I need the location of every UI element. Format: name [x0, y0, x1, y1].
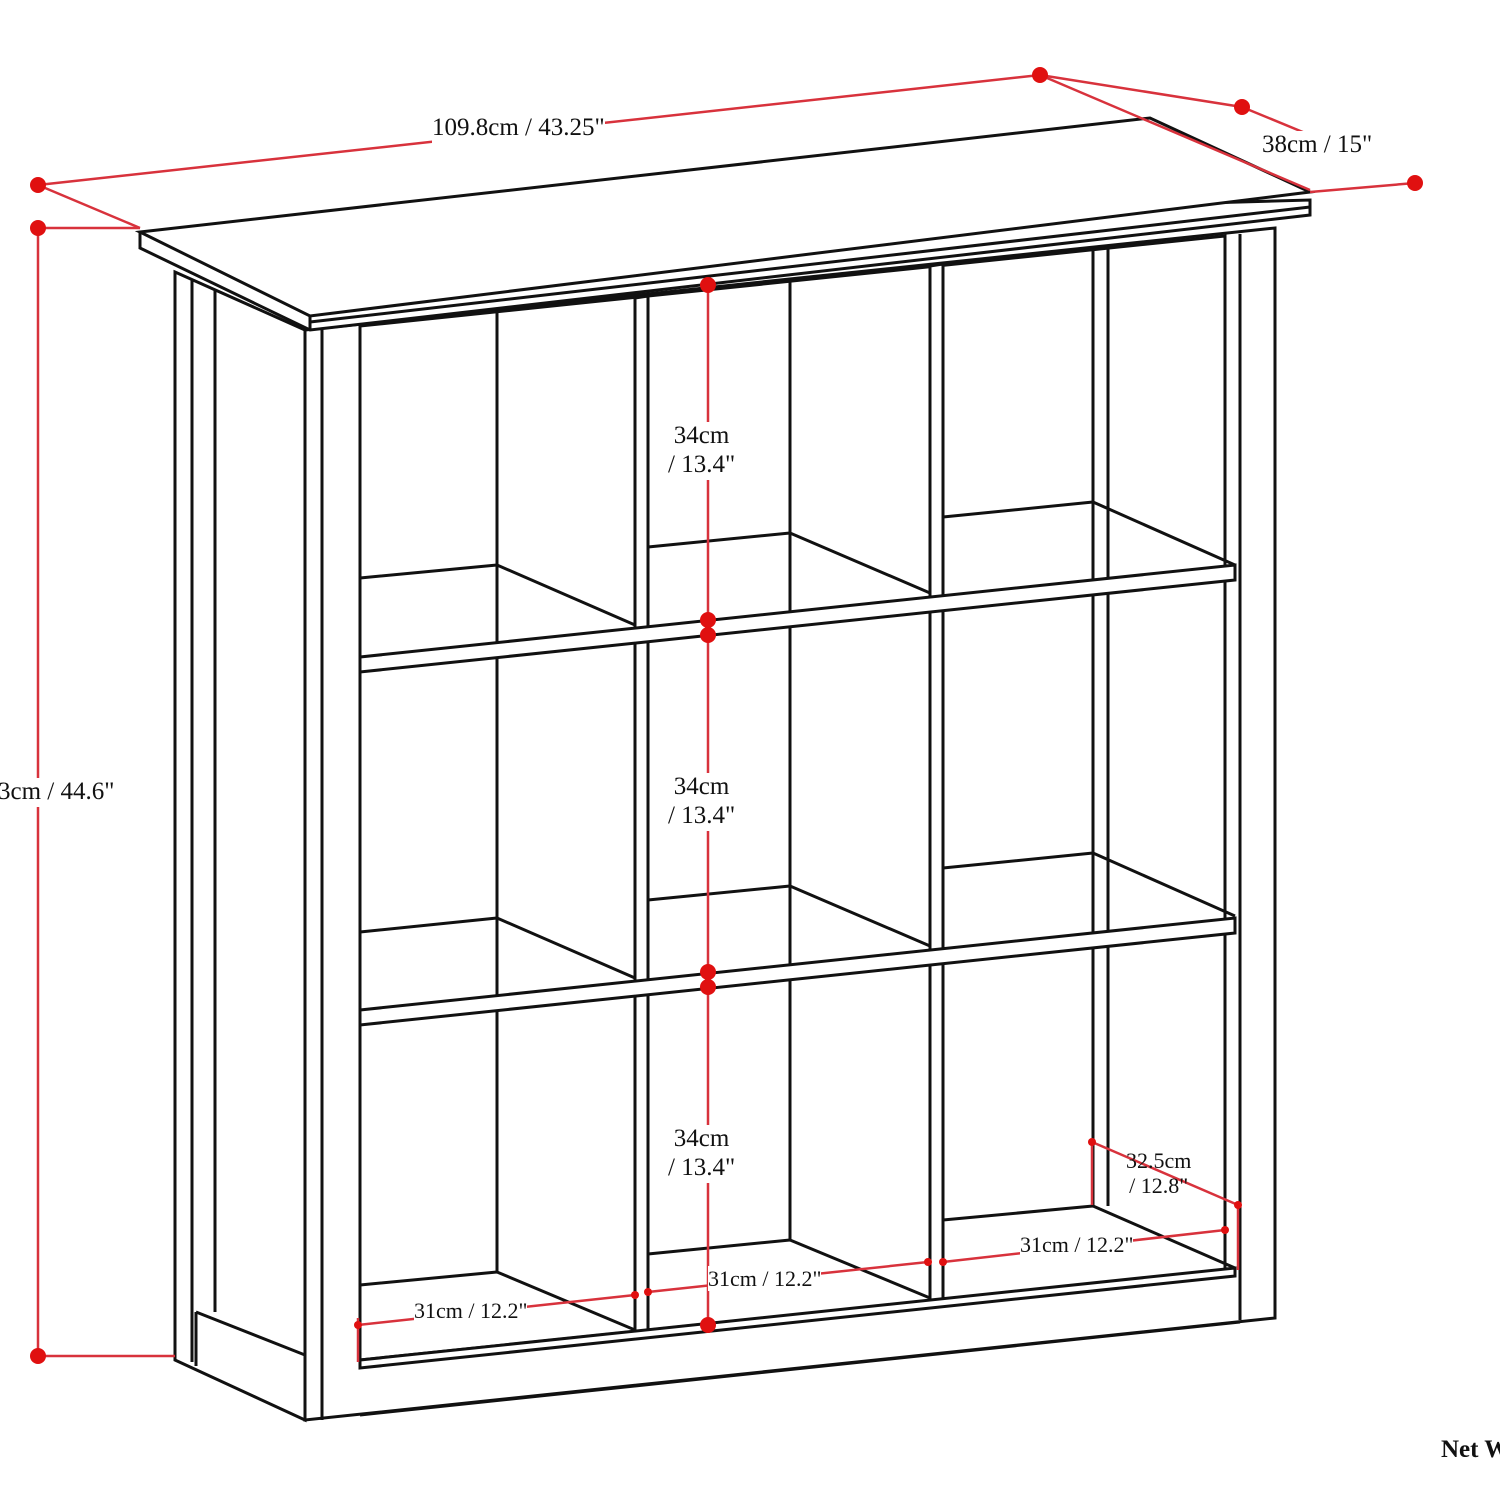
cubby-back-lines: [495, 248, 1110, 1272]
cubby-height-in: / 13.4": [668, 450, 736, 478]
cubby-height-cm: 34cm: [673, 773, 730, 800]
cubby-height-bottom-label: 34cm / 13.4": [668, 1125, 736, 1183]
height-label: 3cm / 44.6": [0, 778, 115, 807]
depth-label: 38cm / 15": [1262, 131, 1373, 160]
cubby-width-left-label: 31cm / 12.2": [414, 1298, 528, 1324]
cubby-width-middle-label: 31cm / 12.2": [708, 1266, 822, 1292]
cubby-height-cm: 34cm: [673, 422, 730, 449]
net-weight-label: Net W: [1441, 1436, 1500, 1465]
dimension-dots: [30, 67, 1423, 1364]
side-panel: [173, 269, 307, 1423]
cubby-height-middle-label: 34cm / 13.4": [668, 773, 736, 831]
cubby-depth-cm: 32.5cm: [1126, 1148, 1192, 1173]
cubby-depth-label: 32.5cm / 12.8": [1126, 1148, 1191, 1199]
width-label: 109.8cm / 43.25": [432, 114, 605, 143]
cubby-width-right-label: 31cm / 12.2": [1020, 1232, 1134, 1258]
cubby-height-top-label: 34cm / 13.4": [668, 422, 736, 480]
cubby-height-in: / 13.4": [668, 1153, 736, 1181]
cubby-height-in: / 13.4": [668, 801, 736, 829]
top-slab: [134, 116, 1316, 332]
shelves: [358, 500, 1237, 1370]
cubby-depth-in: / 12.8": [1129, 1173, 1189, 1199]
cubby-height-cm: 34cm: [673, 1125, 730, 1152]
